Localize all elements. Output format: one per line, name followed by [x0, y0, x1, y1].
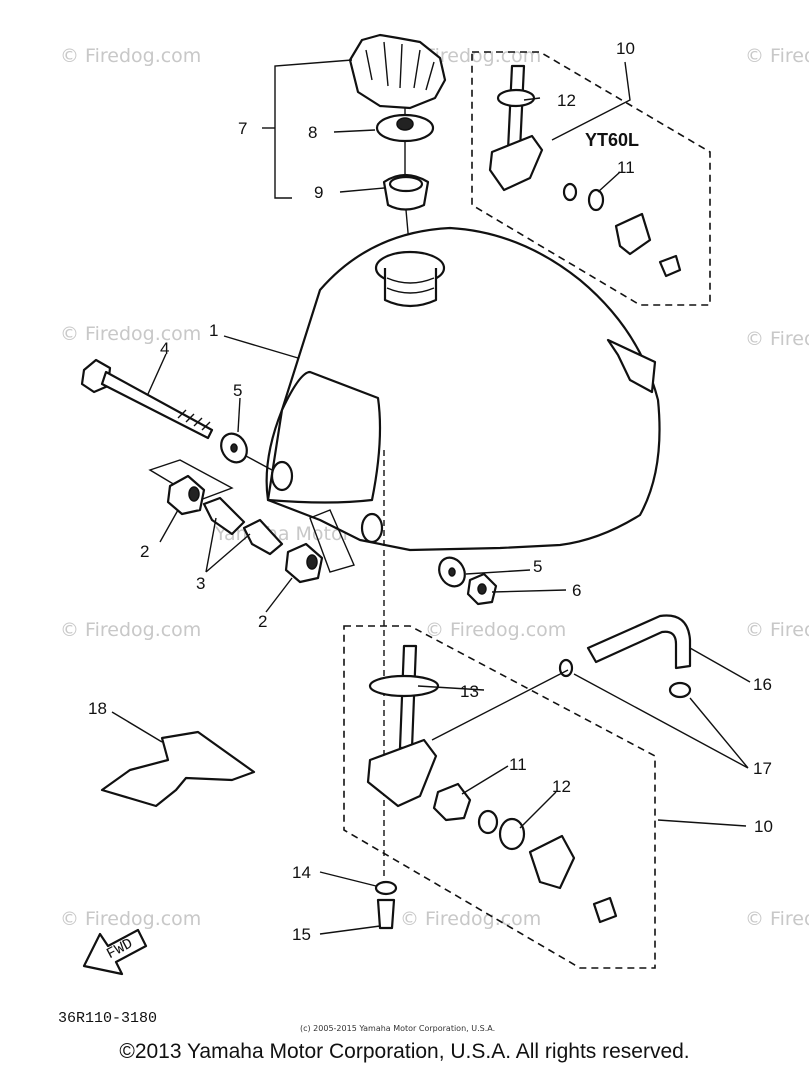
filler-seal: [382, 173, 430, 211]
copyright-footer: ©2013 Yamaha Motor Corporation, U.S.A. A…: [119, 1040, 690, 1063]
fuel-cap: [348, 33, 447, 110]
callout-6: 6: [572, 581, 581, 600]
callout-7: 7: [238, 119, 247, 138]
watermark: © Firedog.com: [745, 328, 809, 350]
callout-10: 10: [616, 39, 635, 58]
callout-13: 13: [460, 682, 479, 701]
callout-4: 4: [160, 339, 169, 358]
callout-8: 8: [308, 123, 317, 142]
fuel-tank: [265, 226, 661, 552]
watermark: © Firedog.com: [745, 45, 809, 67]
callouts: 1 2 2 3 4 5 5 6 7 8 9 10 10 11 11 12 12 …: [88, 39, 773, 944]
decal: [100, 730, 256, 808]
watermark: © Firedog.com: [425, 619, 566, 641]
diagram-code: 36R110-3180: [58, 1010, 157, 1027]
callout-5: 5: [233, 381, 242, 400]
hose-clip: [558, 658, 692, 699]
leader-lines: [111, 59, 751, 935]
fuel-cock-yt60l: [471, 51, 711, 306]
watermark: © Firedog.com: [400, 908, 541, 930]
callout-3: 3: [196, 574, 205, 593]
variant-label: YT60L: [585, 130, 639, 150]
watermark: © Firedog.com: [60, 908, 201, 930]
callout-11: 11: [509, 755, 527, 774]
watermark: © Firedog.com: [60, 45, 201, 67]
grommet-set: [148, 459, 355, 584]
callout-18: 18: [88, 699, 107, 718]
callout-14: 14: [292, 863, 311, 882]
watermark: © Firedog.com: [745, 619, 809, 641]
callout-12: 12: [552, 777, 571, 796]
callout-9: 9: [314, 183, 323, 202]
washer-nut: [438, 556, 498, 606]
callout-2: 2: [258, 612, 267, 631]
fuel-cock: [343, 450, 656, 969]
callout-17: 17: [753, 759, 772, 778]
cap-gasket: [375, 113, 435, 143]
small-copyright: (c) 2005-2015 Yamaha Motor Corporation, …: [300, 1024, 495, 1033]
watermark: © Firedog.com: [60, 323, 201, 345]
watermark: © Firedog.com: [745, 908, 809, 930]
washer: [220, 432, 248, 464]
callout-15: 15: [292, 925, 311, 944]
bolt: [80, 358, 214, 440]
watermark: © Firedog.com: [60, 619, 201, 641]
fuel-hose: [586, 614, 692, 670]
callout-12: 12: [557, 91, 576, 110]
callout-16: 16: [753, 675, 772, 694]
fwd-arrow: FWD: [82, 928, 148, 976]
callout-1: 1: [209, 321, 218, 340]
callout-5: 5: [533, 557, 542, 576]
callout-2: 2: [140, 542, 149, 561]
callout-11: 11: [617, 158, 635, 177]
callout-10: 10: [754, 817, 773, 836]
